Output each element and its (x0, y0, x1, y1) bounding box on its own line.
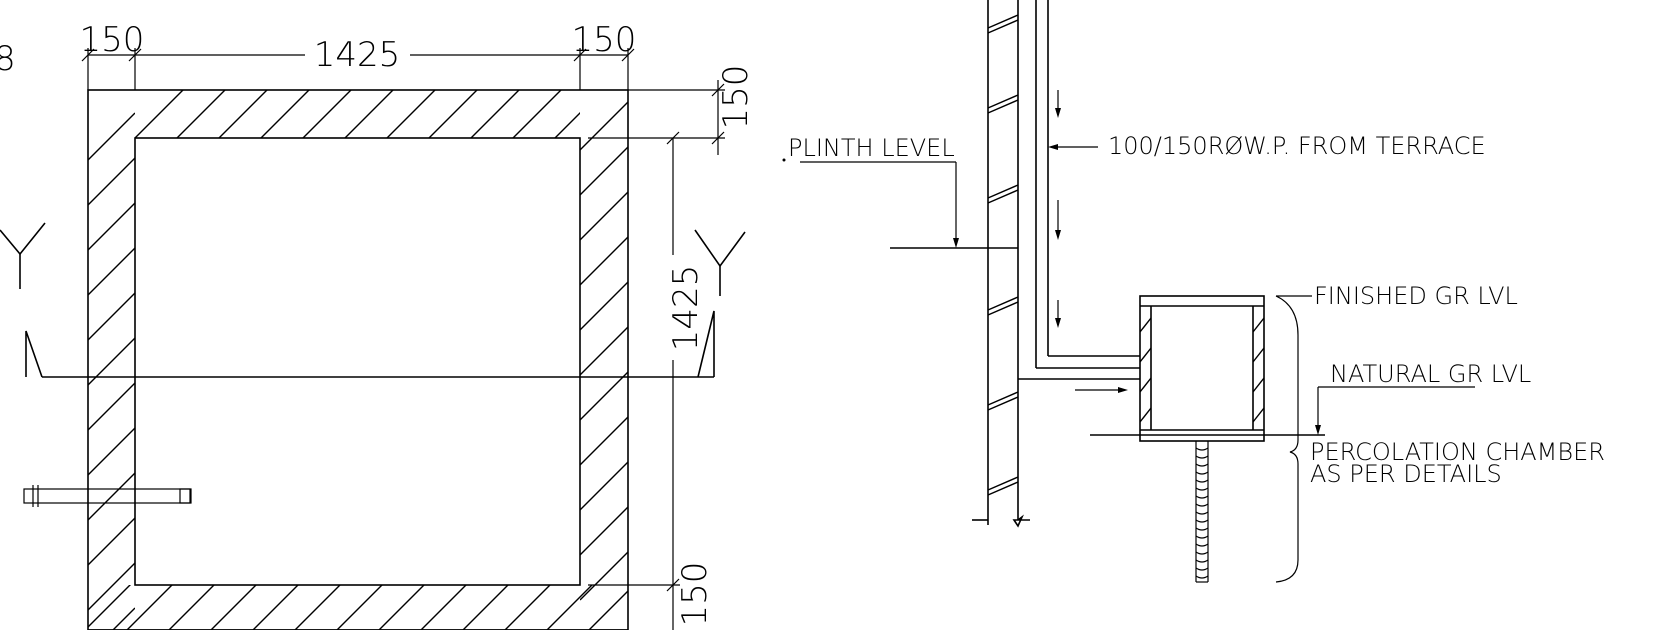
label-percolation-chamber: PERCOLATION CHAMBER AS PER DETAILS (1275, 295, 1605, 583)
percolation-chamber (1139, 295, 1265, 583)
inlet-pipe-plan (23, 485, 192, 507)
cropped-text-left: 8 (0, 39, 16, 79)
section-line-yy (0, 222, 746, 378)
dim-wall-left: 150 (80, 20, 145, 60)
dim-wall-right: 150 (572, 20, 637, 60)
rain-water-pipe (1018, 0, 1140, 393)
label-natural-ground: NATURAL GR LVL (1315, 360, 1531, 435)
dim-top-wall: 150 (716, 65, 756, 130)
natural-gr-text: NATURAL GR LVL (1330, 360, 1531, 388)
dim-bottom-wall: 150 (675, 562, 715, 627)
label-finished-ground: FINISHED GR LVL (1276, 282, 1518, 310)
wall-hatching-bottom (88, 585, 628, 630)
section-view: PLINTH LEVEL 100/150RØW.P. FROM TERRACE … (782, 0, 1605, 583)
wall-hatching-top (135, 90, 580, 138)
inner-chamber-outline (134, 137, 581, 586)
label-plinth-level: PLINTH LEVEL (782, 134, 959, 248)
dimension-right: 150 1425 150 (588, 65, 756, 630)
plan-view: 150 1425 150 150 1425 150 8 (0, 20, 756, 630)
dim-inner-width: 1425 (314, 35, 401, 75)
finished-gr-text: FINISHED GR LVL (1314, 282, 1518, 310)
percolation-text-2: AS PER DETAILS (1310, 460, 1502, 488)
dim-inner-height: 1425 (666, 265, 706, 352)
wall-hatching-left (88, 112, 135, 630)
label-rwp: 100/150RØW.P. FROM TERRACE (1048, 132, 1486, 160)
percolation-text-1: PERCOLATION CHAMBER (1310, 438, 1605, 466)
wall-hatching-right (580, 101, 628, 601)
dimension-top: 150 1425 150 (80, 20, 637, 90)
rwp-text: 100/150RØW.P. FROM TERRACE (1108, 132, 1486, 160)
recharge-bore (1195, 441, 1209, 583)
building-wall (972, 0, 1030, 528)
plinth-level-text: PLINTH LEVEL (788, 134, 955, 162)
outer-wall-outline (87, 89, 629, 630)
